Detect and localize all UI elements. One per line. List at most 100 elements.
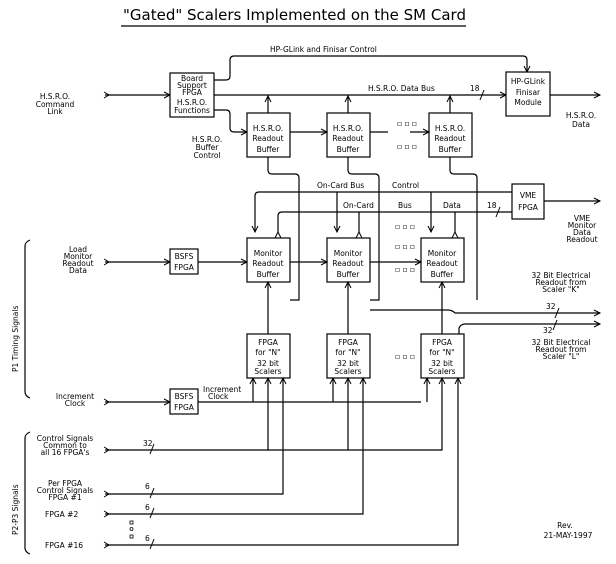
hsro-data-output-label: H.S.R.O. Data xyxy=(566,111,596,129)
svg-text:Per FPGA: Per FPGA xyxy=(48,479,83,488)
svg-text:BSFS: BSFS xyxy=(175,392,194,401)
svg-text:32 bit: 32 bit xyxy=(337,359,359,368)
svg-text:H.S.R.O.: H.S.R.O. xyxy=(253,124,283,133)
readout-scaler-k-label: 32 Bit Electrical Readout from Scaler "K… xyxy=(532,271,591,294)
ellipsis: ▫ ▫ ▫ xyxy=(395,242,415,251)
board-support-fpga-block: Board Support FPGA H.S.R.O. Functions xyxy=(169,72,215,118)
svg-text:Readout: Readout xyxy=(252,134,283,143)
svg-text:Board: Board xyxy=(181,74,203,83)
fpga-16-label: FPGA #16 xyxy=(45,541,83,550)
svg-text:32: 32 xyxy=(543,326,553,335)
svg-text:Readout from: Readout from xyxy=(536,278,587,287)
svg-text:32 Bit Electrical: 32 Bit Electrical xyxy=(532,271,591,280)
svg-text:Monitor: Monitor xyxy=(428,249,457,258)
hsro-data-bus-label: H.S.R.O. Data Bus xyxy=(368,84,435,93)
svg-text:Readout: Readout xyxy=(252,259,283,268)
load-monitor-readout-label: Load Monitor Readout Data xyxy=(62,245,93,275)
svg-text:Command: Command xyxy=(36,100,75,109)
svg-text:Readout: Readout xyxy=(566,235,597,244)
svg-text:32 bit: 32 bit xyxy=(257,359,279,368)
svg-text:Buffer: Buffer xyxy=(257,270,281,279)
ellipsis: ▫ ▫ ▫ xyxy=(397,119,417,128)
svg-text:Scaler "K": Scaler "K" xyxy=(542,285,579,294)
svg-text:Buffer: Buffer xyxy=(257,145,281,154)
hpglink-control-line xyxy=(214,55,528,81)
svg-text:Data: Data xyxy=(573,228,591,237)
bsfs-fpga-block-load: BSFS FPGA xyxy=(169,248,199,275)
svg-text:FPGA #1: FPGA #1 xyxy=(48,493,81,502)
svg-text:Support: Support xyxy=(177,81,207,90)
svg-text:FPGA: FPGA xyxy=(182,88,203,97)
increment-clock-input-label: Increment Clock xyxy=(56,392,94,408)
vertical-ellipsis xyxy=(129,520,134,539)
p1-bracket xyxy=(24,239,31,399)
fpga-2-label: FPGA #2 xyxy=(45,510,78,519)
svg-text:Scalers: Scalers xyxy=(334,367,361,376)
svg-text:VME: VME xyxy=(574,214,591,223)
svg-text:FPGA: FPGA xyxy=(174,263,195,272)
hsro-readout-buffer-n: H.S.R.O. Readout Buffer xyxy=(428,112,473,158)
svg-text:Monitor: Monitor xyxy=(254,249,283,258)
oncard-bus-width: 18 xyxy=(487,201,497,210)
svg-text:Control Signals: Control Signals xyxy=(37,434,94,443)
ellipsis: ▫ ▫ ▫ xyxy=(395,265,415,274)
svg-text:FPGA: FPGA xyxy=(174,403,195,412)
scaler-fpga-n: FPGA for "N" 32 bit Scalers xyxy=(420,333,465,379)
svg-text:H.S.R.O.: H.S.R.O. xyxy=(177,98,207,107)
svg-text:Increment: Increment xyxy=(56,392,94,401)
svg-text:6: 6 xyxy=(145,534,150,543)
svg-text:Readout: Readout xyxy=(62,259,93,268)
svg-text:Load: Load xyxy=(69,245,87,254)
svg-text:Monitor: Monitor xyxy=(64,252,93,261)
hsro-command-link-label: H.S.R.O. Command Link xyxy=(36,92,75,116)
monitor-readout-buffer-n: Monitor Readout Buffer xyxy=(420,237,465,283)
vme-monitor-readout-label: VME Monitor Data Readout xyxy=(566,214,597,244)
svg-text:Clock: Clock xyxy=(65,399,86,408)
svg-text:H.S.R.O.: H.S.R.O. xyxy=(566,111,596,120)
svg-text:FPGA: FPGA xyxy=(432,338,453,347)
svg-text:6: 6 xyxy=(145,503,150,512)
svg-text:Buffer: Buffer xyxy=(337,145,361,154)
vme-fpga-block: VME FPGA xyxy=(511,183,545,220)
svg-text:Data: Data xyxy=(572,120,590,129)
svg-text:Control: Control xyxy=(392,181,419,190)
hpglink-control-label: HP-GLink and Finisar Control xyxy=(270,45,377,54)
readout-scaler-l-label: 32 Bit Electrical Readout from Scaler "L… xyxy=(532,338,591,361)
svg-text:for "N": for "N" xyxy=(335,348,360,357)
ellipsis: ▫ ▫ ▫ xyxy=(395,352,415,361)
svg-text:32: 32 xyxy=(546,302,556,311)
oncard-bus-data-line xyxy=(277,211,512,232)
svg-text:Link: Link xyxy=(47,107,63,116)
svg-text:BSFS: BSFS xyxy=(175,252,194,261)
svg-text:Readout from: Readout from xyxy=(536,345,587,354)
svg-text:6: 6 xyxy=(145,482,150,491)
svg-text:Increment: Increment xyxy=(203,385,241,394)
svg-text:On-Card Bus: On-Card Bus xyxy=(317,181,364,190)
revision-date: 21-MAY-1997 xyxy=(544,531,593,540)
svg-text:Readout: Readout xyxy=(332,134,363,143)
svg-text:Clock: Clock xyxy=(208,392,229,401)
p2p3-bracket xyxy=(24,431,31,555)
svg-text:Monitor: Monitor xyxy=(568,221,597,230)
svg-text:Readout: Readout xyxy=(426,259,457,268)
p1-timing-signals-label: P1 Timing Signals xyxy=(11,306,20,372)
svg-text:VME: VME xyxy=(520,191,537,200)
svg-text:Readout: Readout xyxy=(434,134,465,143)
svg-text:for "N": for "N" xyxy=(429,348,454,357)
monitor-readout-buffer-2: Monitor Readout Buffer xyxy=(326,237,371,283)
svg-text:Buffer: Buffer xyxy=(439,145,463,154)
svg-text:H.S.R.O.: H.S.R.O. xyxy=(435,124,465,133)
monitor-readout-buffer-1: Monitor Readout Buffer xyxy=(246,237,291,283)
svg-text:32 bit: 32 bit xyxy=(431,359,453,368)
increment-clock-label: Increment Clock xyxy=(203,385,241,401)
svg-text:Bus: Bus xyxy=(398,201,412,210)
svg-text:H.S.R.O.: H.S.R.O. xyxy=(40,92,70,101)
svg-text:Data: Data xyxy=(69,266,87,275)
svg-text:for "N": for "N" xyxy=(255,348,280,357)
ellipsis: ▫ ▫ ▫ xyxy=(395,222,415,231)
svg-text:32: 32 xyxy=(143,439,153,448)
svg-text:FPGA: FPGA xyxy=(338,338,359,347)
svg-text:Readout: Readout xyxy=(332,259,363,268)
svg-text:Monitor: Monitor xyxy=(334,249,363,258)
